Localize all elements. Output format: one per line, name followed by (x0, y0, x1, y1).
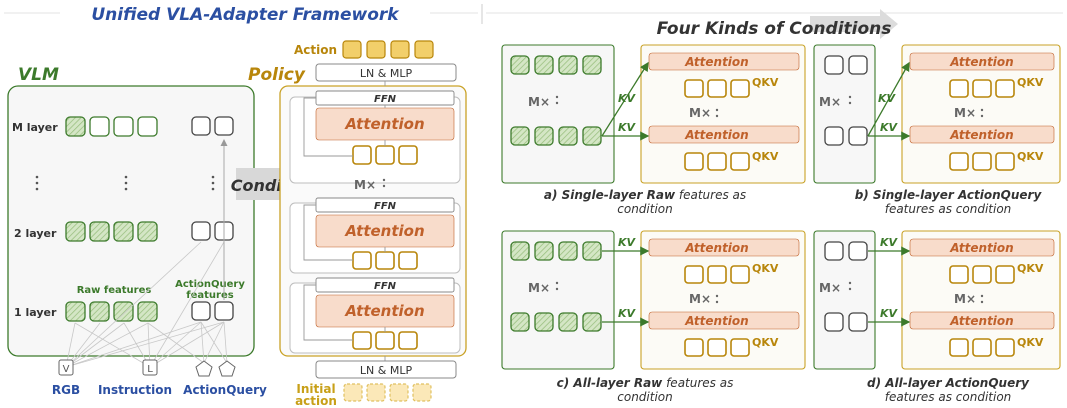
svg-text:Attention: Attention (684, 128, 748, 142)
svg-text:KV: KV (618, 92, 637, 105)
actionquery-features-label-1: ActionQuery (175, 279, 245, 290)
condition-panel-b: M× Attention QKV M× Attention QKV KV KV … (813, 44, 1061, 216)
action-label: Action (294, 43, 337, 57)
svg-text:KV: KV (618, 236, 637, 249)
condition-panel-c: M× Attention QKV M× Attention QKV KV KV … (501, 230, 806, 404)
svg-text:M×: M× (689, 106, 711, 120)
caption-b-line2: features as condition (885, 202, 1012, 216)
actionquery-pentagon-icon (218, 360, 236, 377)
svg-text:QKV: QKV (752, 150, 779, 163)
layer-ellipsis (35, 175, 215, 191)
initial-action-tokens (343, 383, 432, 402)
caption-a-line2: condition (617, 202, 672, 216)
layer-label-m: M layer (12, 121, 58, 134)
instruction-label: Instruction (98, 383, 172, 397)
raw-feature-tokens (65, 116, 158, 322)
svg-text:KV: KV (878, 92, 897, 105)
right-panel: Four Kinds of Conditions M× Attention QK… (501, 9, 1061, 404)
svg-text:QKV: QKV (752, 336, 779, 349)
rgb-glyph: V (63, 364, 70, 375)
initial-action-label-1: Initial (296, 382, 335, 396)
caption-b-line1: b) Single-layer ActionQuery (855, 188, 1043, 202)
svg-text:QKV: QKV (1017, 262, 1044, 275)
raw-features-label: Raw features (77, 285, 152, 296)
svg-text:M×: M× (954, 292, 976, 306)
svg-text:Attention: Attention (684, 55, 748, 69)
ffn-label-2: FFN (374, 201, 397, 212)
svg-text:Attention: Attention (949, 314, 1013, 328)
policy-label: Policy (248, 65, 306, 85)
svg-text:Attention: Attention (949, 55, 1013, 69)
actionquery-features-label-2: features (186, 290, 233, 301)
svg-text:M×: M× (819, 281, 841, 295)
layer-label-2: 2 layer (14, 227, 57, 240)
svg-text:KV: KV (618, 307, 637, 320)
framework-title: Unified VLA-Adapter Framework (91, 5, 400, 25)
svg-text:M×: M× (819, 95, 841, 109)
caption-d-line1: d) All-layer ActionQuery (867, 376, 1030, 390)
svg-text:KV: KV (618, 121, 637, 134)
attention-label-3: Attention (344, 302, 424, 320)
svg-text:QKV: QKV (1017, 76, 1044, 89)
svg-text:M×: M× (528, 281, 550, 295)
svg-text:Attention: Attention (949, 241, 1013, 255)
layer-label-1: 1 layer (14, 306, 57, 319)
svg-text:Attention: Attention (949, 128, 1013, 142)
svg-text:KV: KV (880, 236, 899, 249)
actionquery-input-label: ActionQuery (183, 383, 267, 397)
svg-text:QKV: QKV (752, 262, 779, 275)
actionquery-pentagon-icon (195, 360, 213, 377)
svg-text:M×: M× (528, 95, 550, 109)
svg-text:QKV: QKV (752, 76, 779, 89)
ln-mlp-top-label: LN & MLP (360, 67, 413, 80)
caption-c-line1: c) All-layer Raw features as (557, 376, 734, 390)
initial-action-label-2: action (295, 394, 337, 408)
caption-a-line1: a) Single-layer Raw features as (544, 188, 746, 202)
svg-text:Attention: Attention (684, 241, 748, 255)
svg-text:KV: KV (880, 307, 899, 320)
policy-mx-label: M× (354, 178, 376, 192)
conditions-title: Four Kinds of Conditions (657, 19, 892, 39)
rgb-label: RGB (52, 383, 80, 397)
svg-text:M×: M× (954, 106, 976, 120)
caption-c-line2: condition (617, 390, 672, 404)
ffn-label-1: FFN (374, 94, 397, 105)
caption-d-line2: features as condition (885, 390, 1012, 404)
attention-label-2: Attention (344, 222, 424, 240)
svg-text:QKV: QKV (1017, 150, 1044, 163)
condition-panel-a: M× Attention QKV M× Attention QKV KV KV … (501, 44, 806, 216)
attention-label-1: Attention (344, 115, 424, 133)
action-tokens (342, 40, 434, 59)
instruction-glyph: L (147, 364, 153, 375)
ln-mlp-bottom-label: LN & MLP (360, 364, 413, 377)
svg-text:Attention: Attention (684, 314, 748, 328)
condition-panel-d: M× Attention QKV M× Attention QKV KV KV … (813, 230, 1061, 404)
left-panel: Unified VLA-Adapter Framework VLM M laye… (7, 4, 467, 408)
vlm-label: VLM (18, 65, 59, 85)
ffn-label-3: FFN (374, 281, 397, 292)
svg-text:M×: M× (689, 292, 711, 306)
svg-text:KV: KV (880, 121, 899, 134)
svg-text:QKV: QKV (1017, 336, 1044, 349)
